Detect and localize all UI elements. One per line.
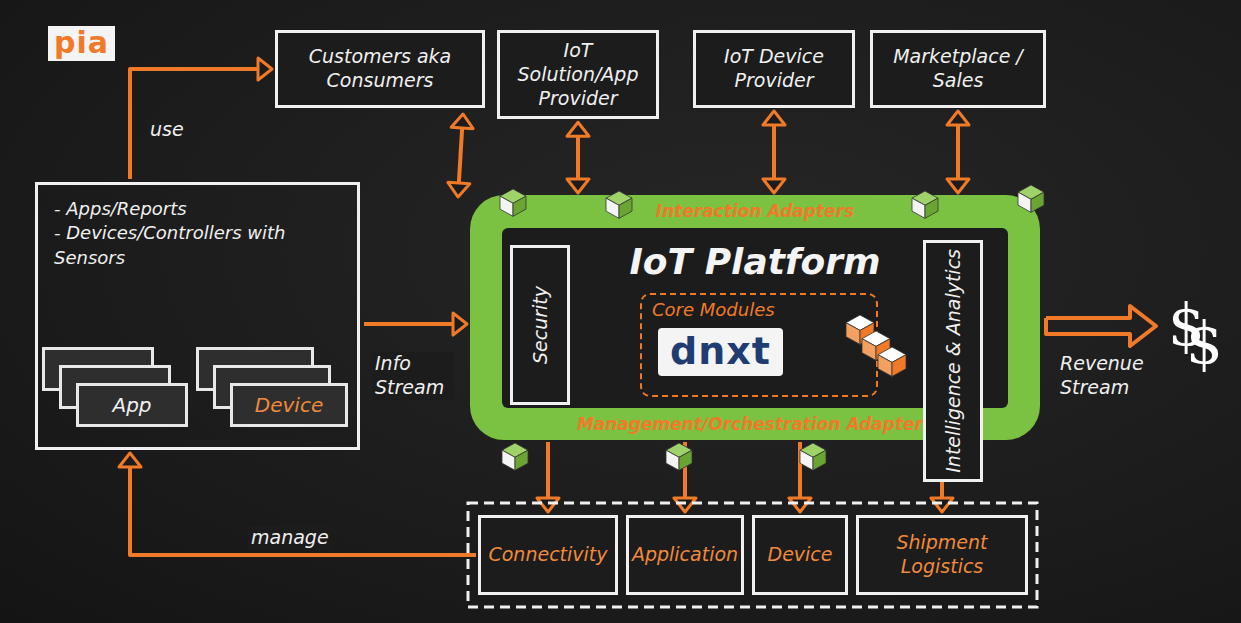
node-text: - Apps/Reports bbox=[54, 197, 304, 221]
node-text: - Devices/Controllers with Sensors bbox=[54, 221, 304, 270]
node-text: IoT Solution/App Provider bbox=[510, 39, 646, 110]
edge-label: Info Stream bbox=[372, 352, 454, 400]
service-box: Shipment Logistics bbox=[856, 515, 1028, 595]
platform-band: Interaction AdaptersIoT PlatformManageme… bbox=[470, 195, 1040, 440]
security-box: Security bbox=[510, 245, 570, 405]
cube-icon bbox=[1018, 185, 1044, 212]
service-box: Device bbox=[752, 515, 848, 595]
flow-arrow bbox=[130, 58, 272, 179]
flow-arrow bbox=[364, 313, 467, 335]
node-text: Customers aka Consumers bbox=[288, 45, 472, 93]
node-text: Shipment Logistics bbox=[869, 531, 1015, 579]
company-logo: pia bbox=[48, 26, 115, 61]
cube-icon bbox=[500, 189, 526, 216]
node-text: Interaction Adapters bbox=[470, 201, 1040, 221]
node-text: Marketplace / Sales bbox=[883, 45, 1033, 93]
node-text: Application bbox=[632, 543, 738, 567]
flow-arrow bbox=[448, 114, 473, 197]
currency-sign: $ bbox=[1186, 314, 1223, 372]
flow-arrow bbox=[947, 111, 969, 193]
source-panel: - Apps/Reports- Devices/Controllers with… bbox=[35, 182, 360, 450]
group-outline bbox=[468, 503, 1037, 607]
cube-icon bbox=[878, 347, 906, 376]
edge-label: use bbox=[147, 118, 187, 142]
cube-icon bbox=[800, 443, 826, 470]
edge-label: manage bbox=[248, 526, 332, 550]
role-box: Customers aka Consumers bbox=[275, 30, 485, 108]
core-modules-box: Core Modules dnxt bbox=[640, 293, 878, 397]
node-text: Device bbox=[255, 392, 323, 419]
node-text: dnxt bbox=[658, 328, 783, 376]
node-text: Device bbox=[768, 543, 833, 567]
node-text: IoT Device Provider bbox=[706, 45, 842, 93]
analytics-box: Intelligence & Analytics bbox=[923, 240, 983, 482]
role-box: IoT Device Provider bbox=[693, 30, 855, 108]
module-cubes bbox=[834, 309, 904, 389]
app-card: App bbox=[76, 383, 188, 427]
role-box: Marketplace / Sales bbox=[870, 30, 1046, 108]
node-text: App bbox=[112, 392, 151, 419]
node-text: Security bbox=[529, 286, 552, 364]
cube-icon bbox=[606, 191, 632, 218]
revenue-arrow bbox=[1046, 306, 1156, 346]
cube-icon bbox=[912, 191, 938, 218]
cube-icon bbox=[502, 443, 528, 470]
device-card: Device bbox=[230, 383, 348, 427]
role-box: IoT Solution/App Provider bbox=[497, 30, 659, 119]
service-box: Application bbox=[626, 515, 744, 595]
node-text: Core Modules bbox=[652, 299, 775, 320]
node-text: Intelligence & Analytics bbox=[942, 249, 965, 473]
flow-label: Revenue Stream bbox=[1060, 352, 1160, 400]
flow-arrow bbox=[119, 453, 476, 555]
flow-arrow bbox=[763, 111, 785, 193]
flow-arrow bbox=[567, 122, 589, 193]
cube-icon bbox=[666, 443, 692, 470]
service-box: Connectivity bbox=[478, 515, 618, 595]
node-text: Connectivity bbox=[488, 543, 607, 567]
